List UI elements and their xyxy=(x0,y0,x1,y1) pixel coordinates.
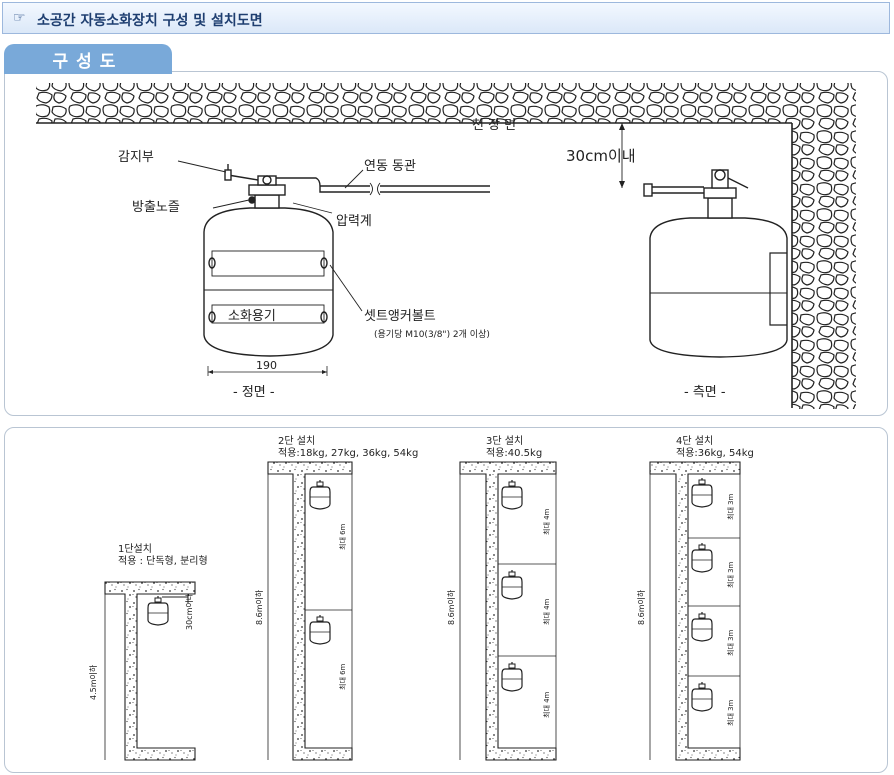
one-tier-apply: 적용 : 단독형, 분리형 xyxy=(118,555,208,567)
front-view-extinguisher xyxy=(203,164,490,376)
two-tier-span-2: 최대 6m xyxy=(338,663,347,690)
four-tier-height: 8.6m이하 xyxy=(636,589,646,625)
ceiling-label: 천 장 면 xyxy=(472,118,516,133)
four-tier-title: 4단 설치 xyxy=(676,435,713,447)
four-tier-span-4: 최대 3m xyxy=(726,699,735,726)
two-tier-height: 8.6m이하 xyxy=(254,589,264,625)
header-bar: ☞ 소공간 자동소화장치 구성 및 설치도면 xyxy=(2,2,890,34)
pointing-hand-icon: ☞ xyxy=(13,10,26,26)
one-tier-gap: 30cm이내 xyxy=(184,593,194,630)
two-tier-title: 2단 설치 xyxy=(278,435,315,447)
ceiling-stone-pattern xyxy=(36,83,856,409)
gauge-label: 압력계 xyxy=(336,214,372,229)
width-label: 190 xyxy=(256,359,277,372)
one-tier-title: 1단설치 xyxy=(118,543,152,555)
installation-panel xyxy=(4,427,888,773)
four-tier-span-1: 최대 3m xyxy=(726,493,735,520)
one-tier-height: 4.5m이하 xyxy=(88,664,98,700)
two-tier-apply: 적용:18kg, 27kg, 36kg, 54kg xyxy=(278,447,418,459)
one-tier-diagram xyxy=(104,581,196,761)
four-tier-span-2: 최대 3m xyxy=(726,561,735,588)
three-tier-span-3: 최대 4m xyxy=(542,691,551,718)
four-tier-apply: 적용:36kg, 54kg xyxy=(676,447,754,459)
page-title: 소공간 자동소화장치 구성 및 설치도면 xyxy=(37,13,263,29)
container-label: 소화용기 xyxy=(228,309,276,324)
front-view-leaders xyxy=(177,160,364,312)
four-tier-span-3: 최대 3m xyxy=(726,629,735,656)
front-view-label: - 정면 - xyxy=(233,385,275,400)
two-tier-diagram xyxy=(267,461,353,761)
tab-composition[interactable]: 구성도 xyxy=(4,44,172,74)
anchor-note: (용기당 M10(3/8") 2개 이상) xyxy=(374,329,490,340)
sensor-label: 감지부 xyxy=(118,150,154,165)
three-tier-title: 3단 설치 xyxy=(486,435,523,447)
tab-label: 구성도 xyxy=(52,52,124,72)
three-tier-height: 8.6m이하 xyxy=(446,589,456,625)
side-view-label: - 측면 - xyxy=(684,385,726,400)
four-tier-diagram xyxy=(649,461,741,761)
pipe-label: 연동 동관 xyxy=(364,159,416,174)
distance-label: 30cm이내 xyxy=(566,147,636,165)
three-tier-diagram xyxy=(459,461,557,761)
three-tier-apply: 적용:40.5kg xyxy=(486,447,542,459)
three-tier-span-1: 최대 4m xyxy=(542,508,551,535)
side-view-extinguisher xyxy=(619,123,788,358)
two-tier-span-1: 최대 6m xyxy=(338,523,347,550)
anchor-label: 셋트앵커볼트 xyxy=(364,309,436,324)
nozzle-label: 방출노즐 xyxy=(132,200,180,215)
three-tier-span-2: 최대 4m xyxy=(542,598,551,625)
